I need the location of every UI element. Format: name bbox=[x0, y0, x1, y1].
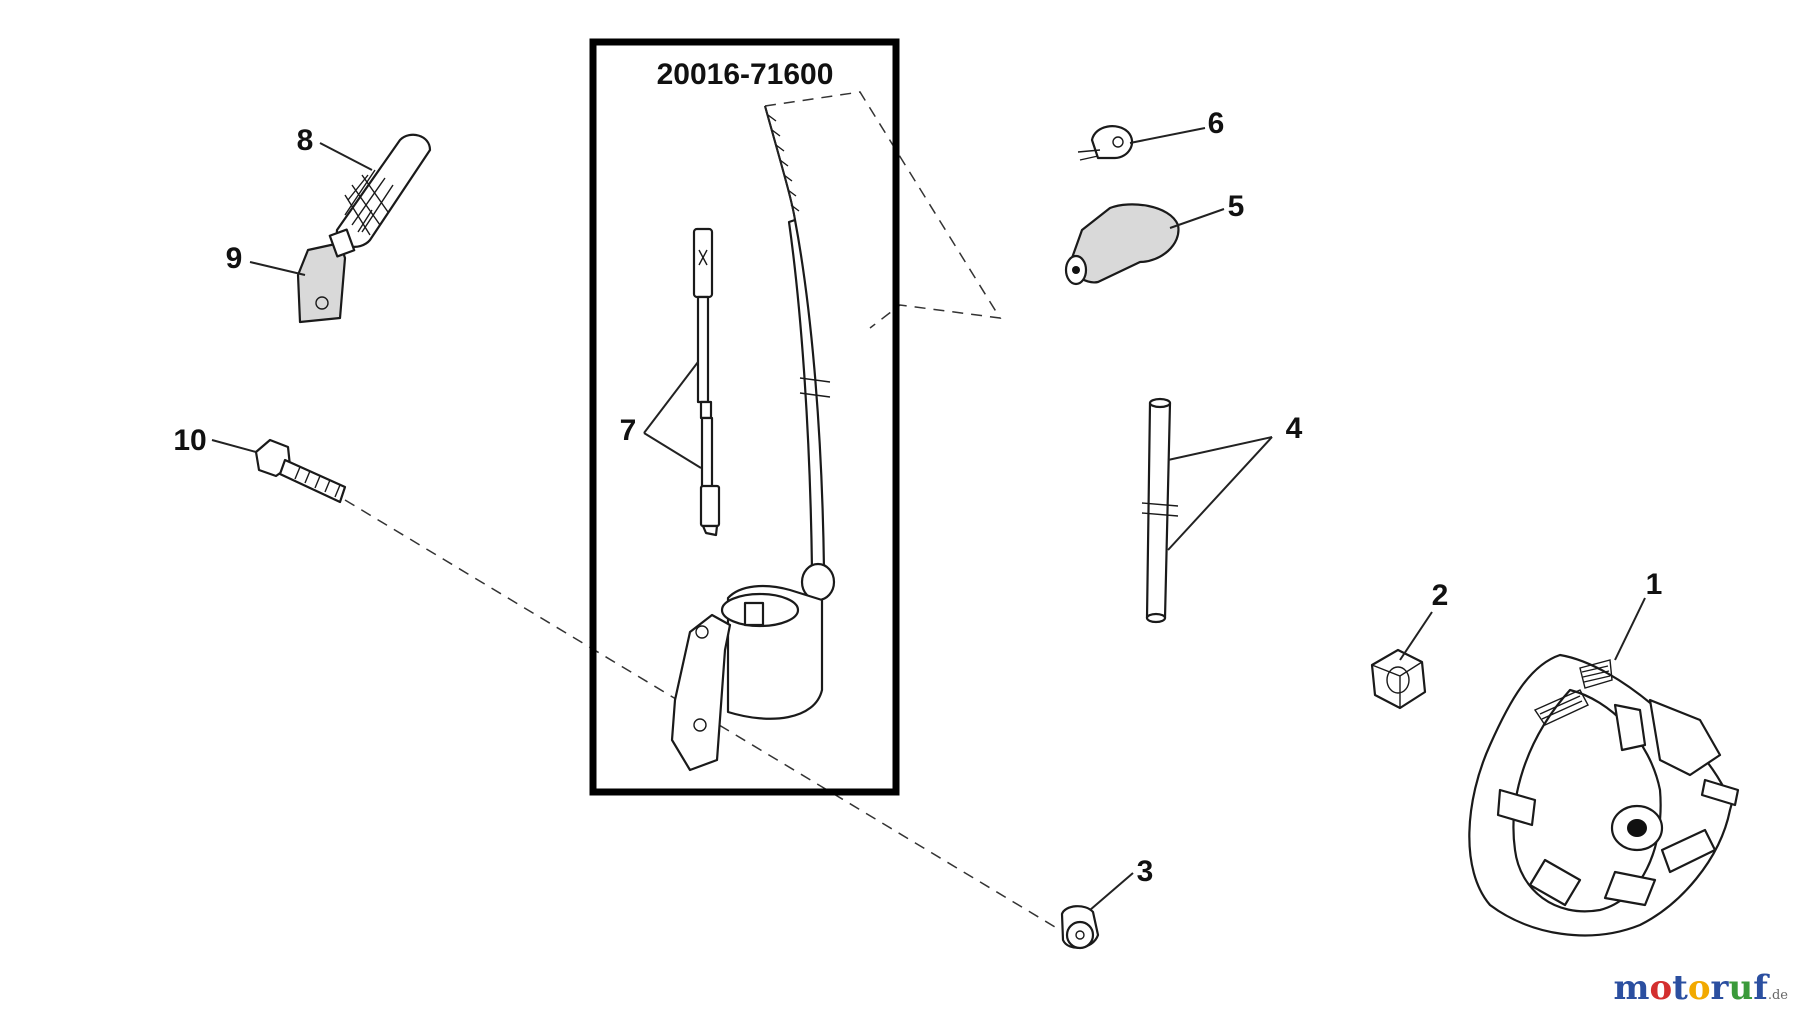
assembly-line-bolt-to-spacer bbox=[344, 499, 1061, 931]
part-7-wire-lead bbox=[692, 227, 721, 537]
watermark-letter: o bbox=[1649, 968, 1673, 1008]
part-9-terminal bbox=[296, 228, 356, 324]
part-5-plug-cap bbox=[1064, 203, 1180, 286]
part-1-flywheel bbox=[1468, 653, 1740, 937]
watermark-letter: u bbox=[1728, 968, 1754, 1008]
ignition-coil bbox=[670, 105, 836, 772]
leader-1 bbox=[1614, 597, 1646, 661]
leader-10 bbox=[211, 439, 257, 453]
callout-7: 7 bbox=[620, 414, 637, 447]
watermark-letter: r bbox=[1710, 968, 1729, 1008]
callout-9: 9 bbox=[226, 242, 243, 275]
watermark-letter: o bbox=[1687, 968, 1711, 1008]
kit-part-number: 20016-71600 bbox=[657, 58, 834, 91]
leader-9 bbox=[249, 261, 306, 276]
leader-5 bbox=[1169, 208, 1225, 229]
kit-box bbox=[589, 38, 900, 796]
callout-8: 8 bbox=[297, 124, 314, 157]
callout-4: 4 bbox=[1286, 412, 1303, 445]
leader-7b bbox=[643, 432, 702, 469]
watermark-logo: motoruf.de bbox=[1613, 968, 1788, 1008]
callout-2: 2 bbox=[1432, 579, 1449, 612]
callout-10: 10 bbox=[173, 424, 206, 457]
callout-5: 5 bbox=[1228, 190, 1245, 223]
watermark-suffix: .de bbox=[1767, 988, 1788, 1003]
leader-3 bbox=[1089, 872, 1134, 911]
part-3-spacer bbox=[1060, 905, 1100, 950]
leader-8 bbox=[319, 142, 373, 171]
leader-4b bbox=[1167, 436, 1273, 551]
part-6-clip bbox=[1077, 125, 1134, 161]
part-8-plug-boot bbox=[335, 133, 432, 248]
watermark-letter: f bbox=[1753, 968, 1768, 1008]
part-4-tube bbox=[1141, 397, 1179, 624]
callout-1: 1 bbox=[1646, 568, 1663, 601]
watermark-letter: t bbox=[1672, 968, 1688, 1008]
leader-6 bbox=[1129, 127, 1206, 144]
callout-3: 3 bbox=[1137, 855, 1154, 888]
watermark-letters: motoruf bbox=[1613, 968, 1767, 1008]
leader-4a bbox=[1167, 436, 1273, 461]
assembly-line-coil-to-plug bbox=[764, 91, 1002, 329]
leader-7a bbox=[643, 361, 699, 434]
part-2-nut bbox=[1370, 648, 1427, 710]
part-10-bolt bbox=[254, 438, 347, 504]
callout-6: 6 bbox=[1208, 107, 1225, 140]
leader-2 bbox=[1399, 611, 1433, 661]
watermark-letter: m bbox=[1613, 968, 1650, 1008]
